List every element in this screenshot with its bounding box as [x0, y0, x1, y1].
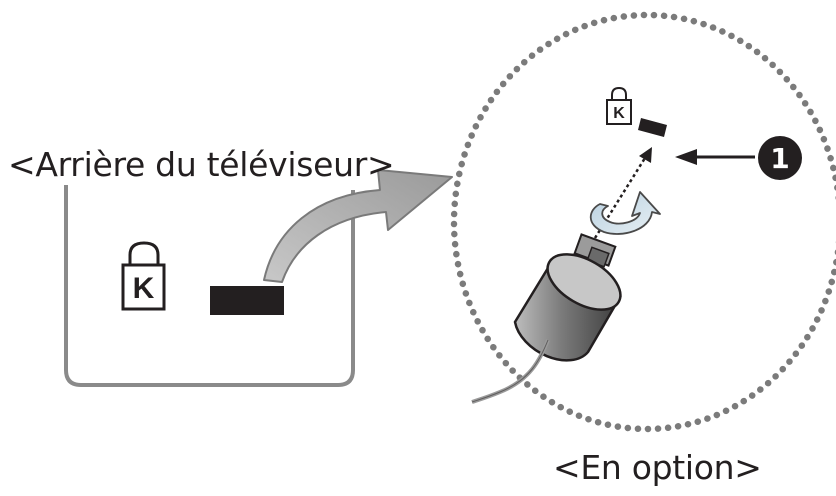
callout-number: 1 — [770, 142, 789, 175]
security-slot — [210, 286, 284, 315]
optional-detail-circle — [450, 11, 836, 433]
small-kensington-lock-icon: K — [606, 86, 632, 125]
small-security-slot — [638, 118, 667, 137]
twist-arrow-icon — [589, 191, 661, 235]
tv-back-panel — [64, 185, 355, 387]
kensington-lock-icon: K — [121, 241, 166, 311]
callout-arrow — [675, 149, 755, 165]
small-kensington-letter: K — [613, 105, 625, 122]
kensington-letter: K — [133, 272, 155, 305]
optional-label: <En option> — [553, 448, 762, 487]
curved-arrow — [263, 169, 453, 283]
kensington-lock-body — [513, 253, 622, 362]
callout-number-badge: 1 — [758, 136, 802, 180]
insertion-arrow — [593, 147, 652, 239]
tv-back-label: <Arrière du téléviseur> — [8, 145, 395, 184]
